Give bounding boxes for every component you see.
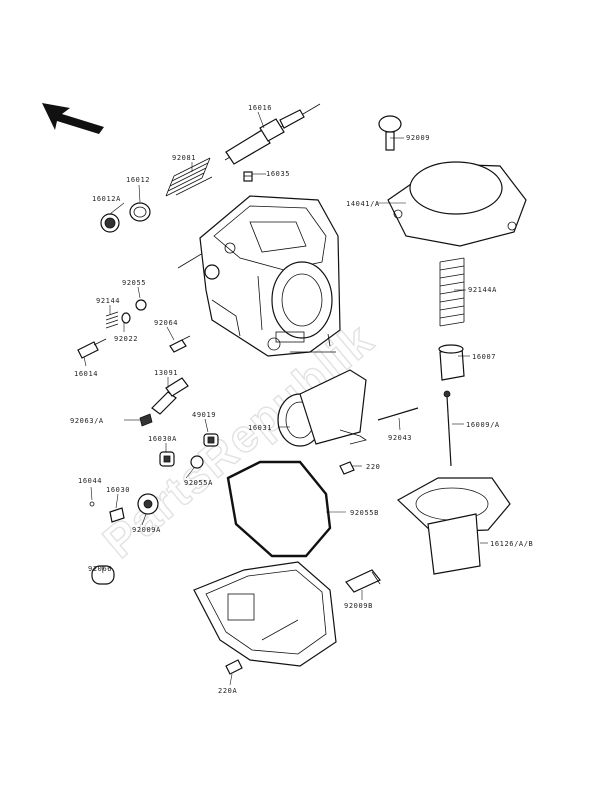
label-16030A: 16030A [148,435,177,443]
label-92144: 92144 [96,297,120,305]
top-cover-14041A [387,161,527,247]
knob-16012 [129,202,151,222]
leader-lines [83,111,488,686]
label-16035: 16035 [266,170,290,178]
pin-92043 [377,407,419,421]
knob-16012A [100,213,120,233]
label-49019: 49019 [192,411,216,419]
label-92055: 92055 [122,279,146,287]
oring-92055 [135,299,147,311]
screw-16035 [243,171,253,182]
label-16030: 16030 [106,486,130,494]
holder-16007 [438,344,465,381]
label-220: 220 [366,463,380,471]
label-92055B: 92055B [350,509,379,517]
label-16009A: 16009/A [466,421,500,429]
jet-holder-13091 [151,377,189,415]
screw-92009B [345,569,381,593]
spring-92144 [105,311,119,329]
label-92064: 92064 [154,319,178,327]
label-92009A: 92009A [132,526,161,534]
screw-92009 [378,115,402,151]
carburetor-body [177,195,341,357]
label-92043: 92043 [388,434,412,442]
spring-92081 [165,157,213,197]
float-16031 [277,369,367,447]
screw-220A [225,659,243,675]
label-92055A: 92055A [184,479,213,487]
label-16012: 16012 [126,176,150,184]
part-16044 [89,501,95,507]
part-16030 [109,507,125,523]
arrow-front-icon [42,103,104,134]
label-92081: 92081 [172,154,196,162]
pilot-screw-16014 [77,338,107,359]
screw-220 [339,461,355,475]
label-16126AB: 16126/A/B [490,540,533,548]
washer-92022 [121,312,131,324]
label-92009: 92009 [406,134,430,142]
label-92009B: 92009B [344,602,373,610]
label-16044: 16044 [78,477,102,485]
gasket-92055B [226,460,332,558]
part-92063A [139,413,153,427]
throttle-stop-screw [224,103,321,165]
float-bowl [193,561,337,667]
label-92066: 92066 [88,565,112,573]
needle-16009A [443,390,452,467]
screw-92009A [137,493,159,515]
spring-92144A [439,257,465,327]
label-16031: 16031 [248,424,272,432]
label-14041A: 14041/A [346,200,380,208]
label-92063A: 92063/A [70,417,104,425]
cap-92066 [91,565,115,585]
label-92022: 92022 [114,335,138,343]
oring-92055A [190,455,204,469]
label-16012A: 16012A [92,195,121,203]
jet-16030A [159,451,175,467]
label-16016: 16016 [248,104,272,112]
label-16014: 16014 [74,370,98,378]
part-labels: 16016 92081 16035 16012 16012A 92009 140… [70,104,533,695]
label-16007: 16007 [472,353,496,361]
screw-92064 [169,335,191,353]
label-220A: 220A [218,687,237,695]
float-needle-49019 [203,433,219,447]
label-92144A: 92144A [468,286,497,294]
diaphragm-piston-16126 [396,477,511,575]
label-13091: 13091 [154,369,178,377]
